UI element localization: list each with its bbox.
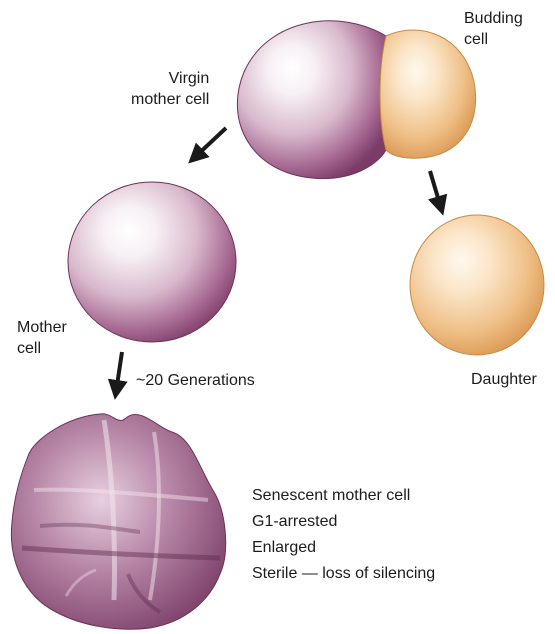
trait-enlarged: Enlarged xyxy=(252,535,435,561)
trait-sterile: Sterile — loss of silencing xyxy=(252,561,435,587)
budding-daughter-cell xyxy=(380,30,476,158)
arrow-to-mother-cell xyxy=(194,128,226,158)
arrow-to-daughter-cell xyxy=(430,171,441,208)
daughter-label: Daughter xyxy=(471,369,537,390)
virgin-mother-cell-label: Virgin mother cell xyxy=(131,68,209,110)
virgin-mother-cell xyxy=(237,21,386,179)
senescent-traits-list: Senescent mother cell G1-arrested Enlarg… xyxy=(252,483,435,587)
mother-cell xyxy=(68,182,236,342)
trait-g1-arrested: G1-arrested xyxy=(252,509,435,535)
generations-label: ~20 Generations xyxy=(136,370,255,391)
daughter-cell xyxy=(410,215,544,355)
mother-cell-label: Mother cell xyxy=(17,317,67,359)
senescent-mother-cell xyxy=(11,414,225,629)
senescent-title: Senescent mother cell xyxy=(252,483,435,509)
budding-cell-label: Budding cell xyxy=(464,8,523,50)
arrow-to-senescent-cell xyxy=(116,352,122,392)
